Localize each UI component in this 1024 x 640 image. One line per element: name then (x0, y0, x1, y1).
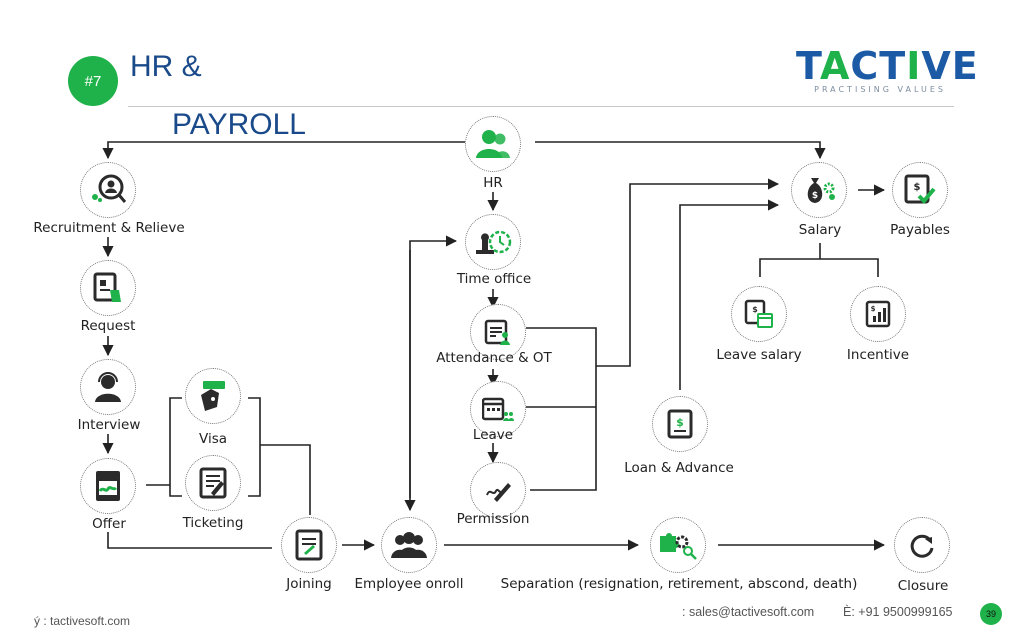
signature-pen-icon (486, 483, 511, 502)
visa-label: Visa (199, 431, 227, 447)
salary-node: $ (791, 162, 847, 218)
visa-node (185, 368, 241, 424)
separation-node (650, 517, 706, 573)
permission-node (470, 462, 526, 518)
loan-label: Loan & Advance (624, 460, 734, 476)
document-hand-icon (93, 272, 121, 302)
interview-node (80, 359, 136, 415)
incentive-chart-icon: $ (865, 300, 891, 328)
loan-node: $ (652, 396, 708, 452)
employee-onroll-label: Employee onroll (354, 576, 464, 592)
joining-label: Joining (286, 576, 332, 592)
offer-label: Offer (92, 516, 126, 532)
search-person-icon (92, 174, 127, 203)
leave-node (470, 381, 526, 437)
header-divider (128, 106, 954, 107)
form-sign-icon (295, 529, 323, 561)
incentive-label: Incentive (846, 347, 910, 363)
page-number-badge: 39 (980, 603, 1002, 625)
ticketing-label: Ticketing (182, 515, 244, 531)
separation-label: Separation (resignation, retirement, abs… (500, 576, 858, 592)
refresh-icon (910, 534, 934, 558)
footer-phone: È: +91 9500999165 (843, 605, 953, 619)
money-document-icon: $ (667, 409, 693, 439)
puzzle-gear-search-icon (660, 533, 697, 560)
attendance-label: Attendance & OT (436, 350, 552, 366)
svg-text:$: $ (871, 305, 876, 313)
recruitment-node (80, 162, 136, 218)
leave-salary-label: Leave salary (716, 347, 802, 363)
recruitment-label: Recruitment & Relieve (33, 220, 185, 236)
calendar-people-icon (482, 397, 514, 421)
footer-website: ý : tactivesoft.com (34, 614, 131, 628)
headset-person-icon (95, 372, 121, 402)
ticketing-node (185, 455, 241, 511)
salary-label: Salary (798, 222, 842, 238)
time-office-label: Time office (456, 271, 532, 287)
card-hand-icon (201, 381, 225, 411)
incentive-node: $ (850, 286, 906, 342)
group-icon (391, 532, 427, 558)
request-label: Request (80, 318, 136, 334)
request-node (80, 260, 136, 316)
offer-node (80, 458, 136, 514)
leave-label: Leave (472, 427, 514, 443)
interview-label: Interview (77, 417, 141, 433)
users-icon (476, 130, 510, 158)
attendance-calendar-icon (484, 319, 510, 345)
company-logo: TACTIVE (796, 44, 979, 88)
hr-node (465, 116, 521, 172)
ticket-document-icon (199, 467, 227, 499)
leave-salary-node: $ (731, 286, 787, 342)
svg-text:$: $ (914, 182, 921, 193)
offer-letter-icon (96, 471, 120, 501)
money-bag-gear-icon: $ (807, 178, 835, 203)
joining-node (281, 517, 337, 573)
hr-label: HR (483, 175, 503, 191)
logo-tagline: PRACTISING VALUES (814, 85, 946, 94)
footer-email: : sales@tactivesoft.com (682, 605, 815, 619)
slide-number-badge: #7 (68, 56, 118, 106)
time-office-node (465, 214, 521, 270)
permission-label: Permission (456, 511, 530, 527)
payables-node: $ (892, 162, 948, 218)
stamp-clock-icon (476, 230, 512, 254)
closure-node (894, 517, 950, 573)
svg-text:$: $ (752, 305, 758, 314)
slide-title-line2: PAYROLL (172, 108, 306, 141)
payables-label: Payables (890, 222, 950, 238)
payables-check-icon: $ (904, 174, 936, 204)
slide-title-line1: HR & (130, 50, 202, 83)
salary-calendar-icon: $ (744, 299, 773, 328)
employee-onroll-node (381, 517, 437, 573)
svg-text:$: $ (676, 416, 684, 429)
attendance-node (470, 304, 526, 360)
svg-text:$: $ (812, 191, 818, 201)
closure-label: Closure (897, 578, 949, 594)
